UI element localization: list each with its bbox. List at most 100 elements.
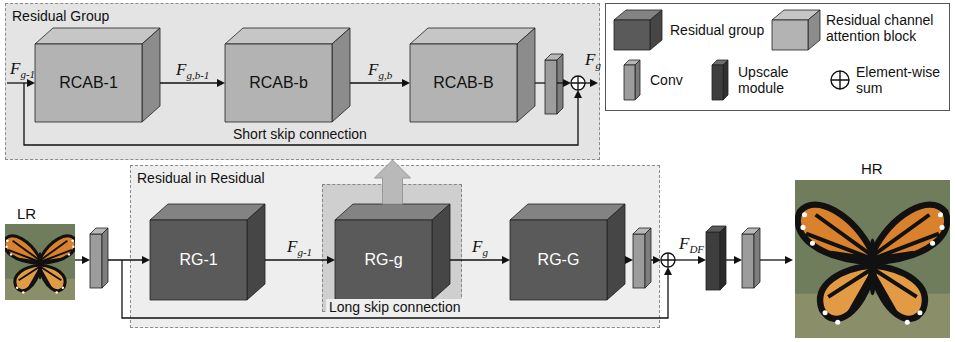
legend-swatch-side [635, 60, 640, 100]
block-label: RG-1 [179, 250, 217, 269]
panel-title: Residual in Residual [137, 170, 265, 187]
wire [535, 82, 545, 83]
connector-line [265, 259, 327, 260]
connector-line [350, 82, 402, 83]
upscale-module [706, 232, 720, 290]
block-label: RCAB-b [249, 73, 308, 92]
cube-shape-top [35, 28, 160, 44]
legend-text: Upscale module [738, 64, 816, 96]
residual-group-block: RG-g [335, 204, 450, 300]
wire [108, 259, 142, 260]
cube-shape-side [607, 204, 625, 300]
panel-title: Residual Group [12, 8, 109, 25]
sum-symbol [661, 253, 675, 267]
conv-layer [90, 234, 102, 288]
feature-label: Fg-1 [7, 59, 38, 80]
legend-swatch [614, 10, 662, 50]
cube-shape-top [150, 204, 265, 220]
cube-shape-front [35, 44, 142, 122]
cube-shape-front [510, 220, 607, 300]
connector-line [450, 259, 502, 260]
cube-shape-front [225, 44, 332, 122]
legend-text: Residual group [670, 22, 770, 38]
cube-shape-front [410, 44, 517, 122]
cube-shape-top [510, 204, 625, 220]
cube-shape-front [335, 220, 432, 300]
legend-swatch [712, 60, 728, 100]
residual-group-block: RG-G [510, 204, 625, 300]
sum-symbol [571, 76, 585, 90]
image-label: HR [858, 160, 886, 177]
feature-label: FDF [676, 234, 707, 255]
wire [675, 259, 698, 260]
wire [75, 259, 82, 260]
conv-layer [545, 60, 557, 114]
sum-symbol [661, 253, 675, 267]
conv-layer [645, 228, 651, 288]
sum-circle [831, 71, 849, 89]
block-label: RCAB-1 [59, 73, 118, 92]
cube-shape-side [247, 204, 265, 300]
lr-image [2, 224, 78, 300]
connector-line [160, 82, 217, 83]
arrowhead [734, 256, 742, 264]
cube-shape-top [335, 204, 450, 220]
block-label: RCAB-B [433, 73, 493, 92]
skip-label: Short skip connection [230, 126, 370, 142]
image-label: LR [14, 205, 39, 222]
arrowhead [785, 256, 793, 264]
sum-cross [831, 71, 849, 89]
block-label: RG-G [538, 250, 580, 269]
legend-swatch [624, 60, 640, 100]
cube-shape-side [142, 28, 160, 122]
legend-swatch-side [650, 10, 662, 50]
sum-symbol [571, 76, 585, 90]
wire [726, 259, 734, 260]
block-label: RG-g [364, 250, 402, 269]
cube-shape-top [410, 28, 535, 44]
residual-group-block: RG-1 [150, 204, 265, 300]
edge-label: Fg-1 [285, 237, 314, 258]
edge-label: Fg [470, 237, 490, 258]
conv-layer [742, 234, 754, 288]
wire [557, 82, 563, 83]
cube-shape-front [150, 220, 247, 300]
arrowhead [664, 267, 672, 275]
legend-swatch-front [624, 65, 635, 100]
arrowhead [82, 256, 90, 264]
legend-swatch-side [723, 60, 728, 100]
conv-layer [633, 234, 645, 288]
conv-layer [754, 228, 760, 288]
legend-swatch-side [808, 10, 820, 50]
legend-swatch-front [772, 20, 808, 50]
legend-text: Element-wise sum [856, 64, 946, 96]
legend-swatch [772, 10, 820, 50]
rcab-block: RCAB-B [410, 28, 535, 122]
cube-shape-side [432, 204, 450, 300]
upscale-module [706, 226, 726, 290]
edge-label: Fg,b-1 [174, 60, 211, 81]
cube-shape-top [225, 28, 350, 44]
legend-text: Conv [650, 72, 710, 88]
wire [760, 259, 785, 260]
lr-image [2, 224, 78, 300]
edge-label: Fg,b [366, 60, 394, 81]
arrowhead [698, 256, 706, 264]
legend-swatch-front [712, 65, 723, 100]
skip-label: Long skip connection [326, 299, 464, 315]
conv-layer [557, 54, 563, 114]
cube-shape-side [332, 28, 350, 122]
wire [585, 82, 590, 83]
rcab-block: RCAB-b [225, 28, 350, 122]
legend-swatch-front [614, 20, 650, 50]
cube-shape-side [517, 28, 535, 122]
feature-label: Fg [582, 50, 604, 71]
conv-layer [102, 228, 108, 288]
hr-image [794, 180, 952, 338]
sum-symbol [829, 69, 851, 91]
legend-text: Residual channel attention block [826, 12, 946, 44]
rcab-block: RCAB-1 [35, 28, 160, 122]
upscale-module [720, 226, 726, 290]
hr-image [794, 180, 952, 338]
wire [651, 259, 653, 260]
